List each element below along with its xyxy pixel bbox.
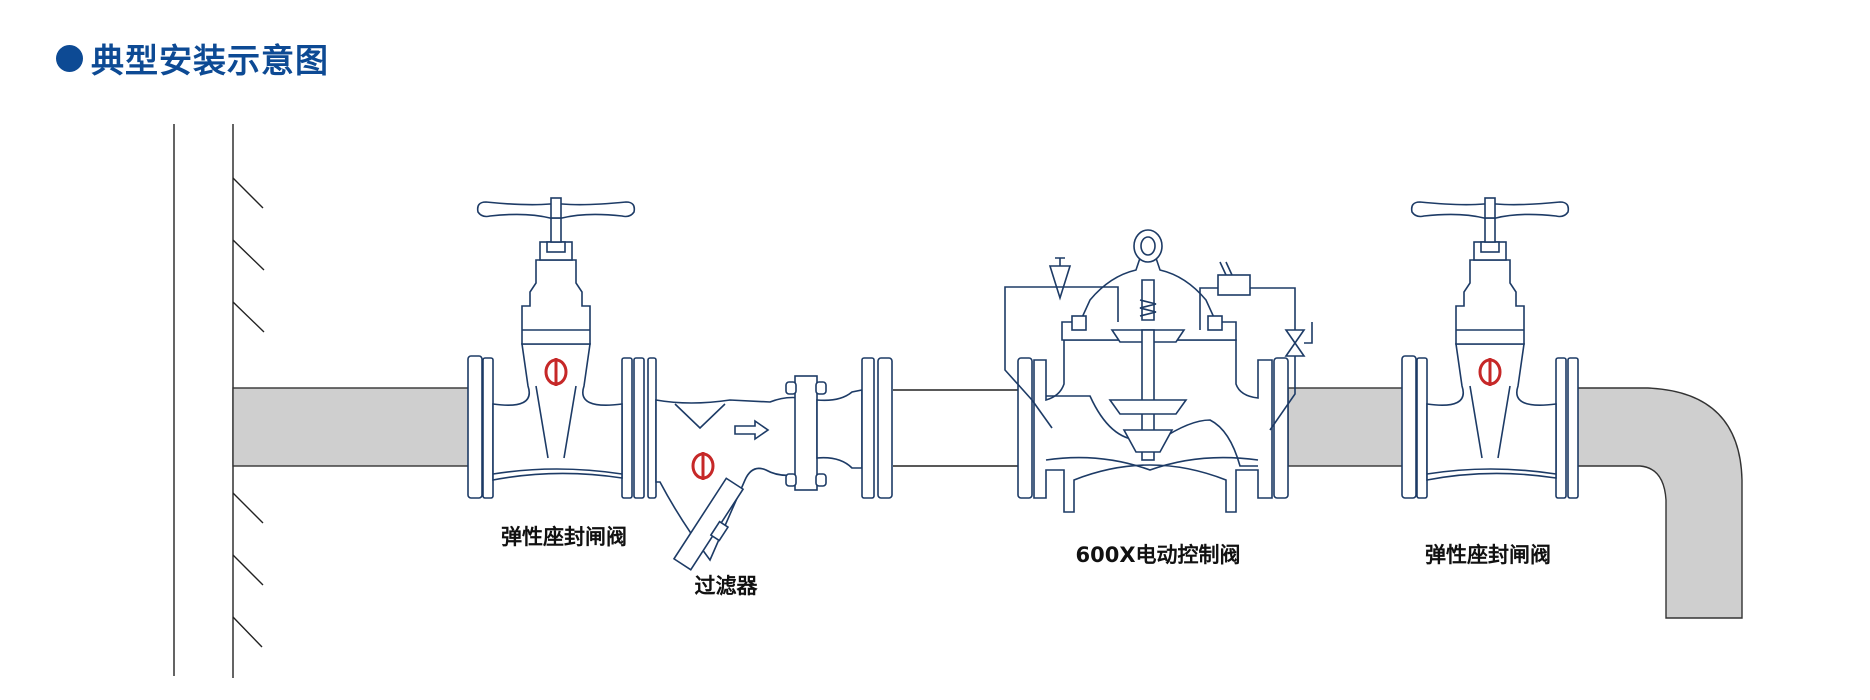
pipe-segment [1287,387,1407,467]
gate-valve-left [466,196,646,500]
label-gate-valve-right: 弹性座封闸阀 [1425,543,1551,567]
label-gate-valve-left: 弹性座封闸阀 [501,525,627,549]
pipe-inlet [232,387,470,467]
page-title: 典型安装示意图 [56,34,329,82]
flow-arrow-icon [734,419,770,441]
label-strainer: 过滤器 [695,574,759,598]
title-text: 典型安装示意图 [91,41,329,80]
label-control-valve: 600X电动控制阀 [1075,543,1240,567]
bullet-icon [56,44,83,72]
control-valve [1004,229,1313,513]
strainer [647,357,893,571]
pipe-elbow [1573,387,1743,619]
gate-valve-right [1400,196,1580,500]
wall [173,124,265,678]
pipe-middle [893,389,1018,467]
